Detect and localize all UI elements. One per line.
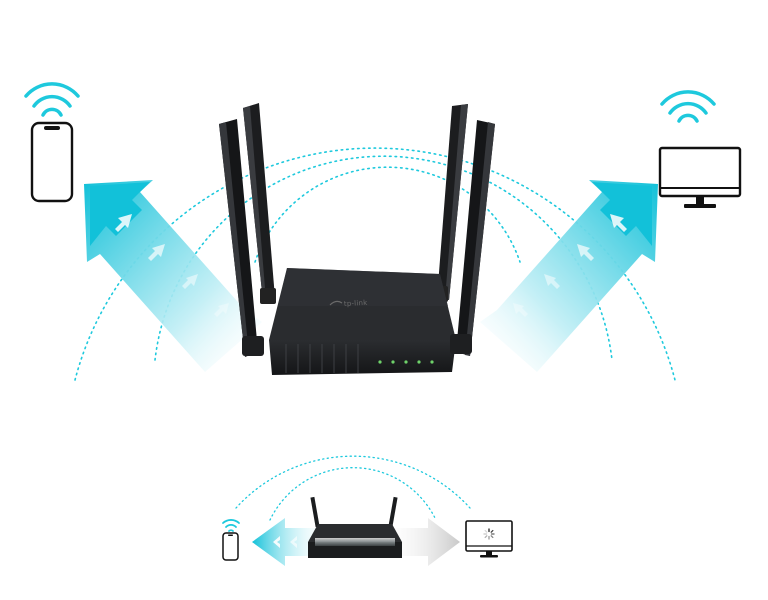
phone-icon xyxy=(222,532,239,561)
device-phone-bottom-left xyxy=(222,519,240,561)
antenna-back-right xyxy=(432,104,468,302)
device-phone-top-left xyxy=(24,82,80,203)
brand-logo: tp-link xyxy=(329,299,369,308)
brand-label: tp-link xyxy=(344,299,369,308)
legacy-router xyxy=(308,496,402,558)
wifi-icon xyxy=(24,82,80,117)
antenna-back-left xyxy=(243,103,276,304)
router-main: tp-link xyxy=(219,103,495,375)
antenna-front-left xyxy=(219,119,264,357)
monitor-loading-icon xyxy=(465,520,513,558)
legacy-arc-outer xyxy=(235,455,471,509)
wifi-icon xyxy=(222,519,240,532)
legacy-arc-inner xyxy=(269,467,437,521)
legacy-comparison xyxy=(222,455,513,566)
phone-icon xyxy=(30,121,74,203)
wifi-icon xyxy=(660,90,716,123)
signal-arrow-left xyxy=(84,180,262,372)
router-body: tp-link xyxy=(269,268,456,375)
monitor-icon xyxy=(658,146,742,208)
signal-arrow-right xyxy=(480,180,658,372)
loading-spinner-icon xyxy=(483,528,495,540)
signal-arc-inner xyxy=(254,166,521,263)
device-monitor-top-right xyxy=(658,90,742,208)
antenna-front-right xyxy=(450,120,495,356)
device-monitor-bottom-right xyxy=(465,520,513,558)
status-leds xyxy=(378,360,434,364)
